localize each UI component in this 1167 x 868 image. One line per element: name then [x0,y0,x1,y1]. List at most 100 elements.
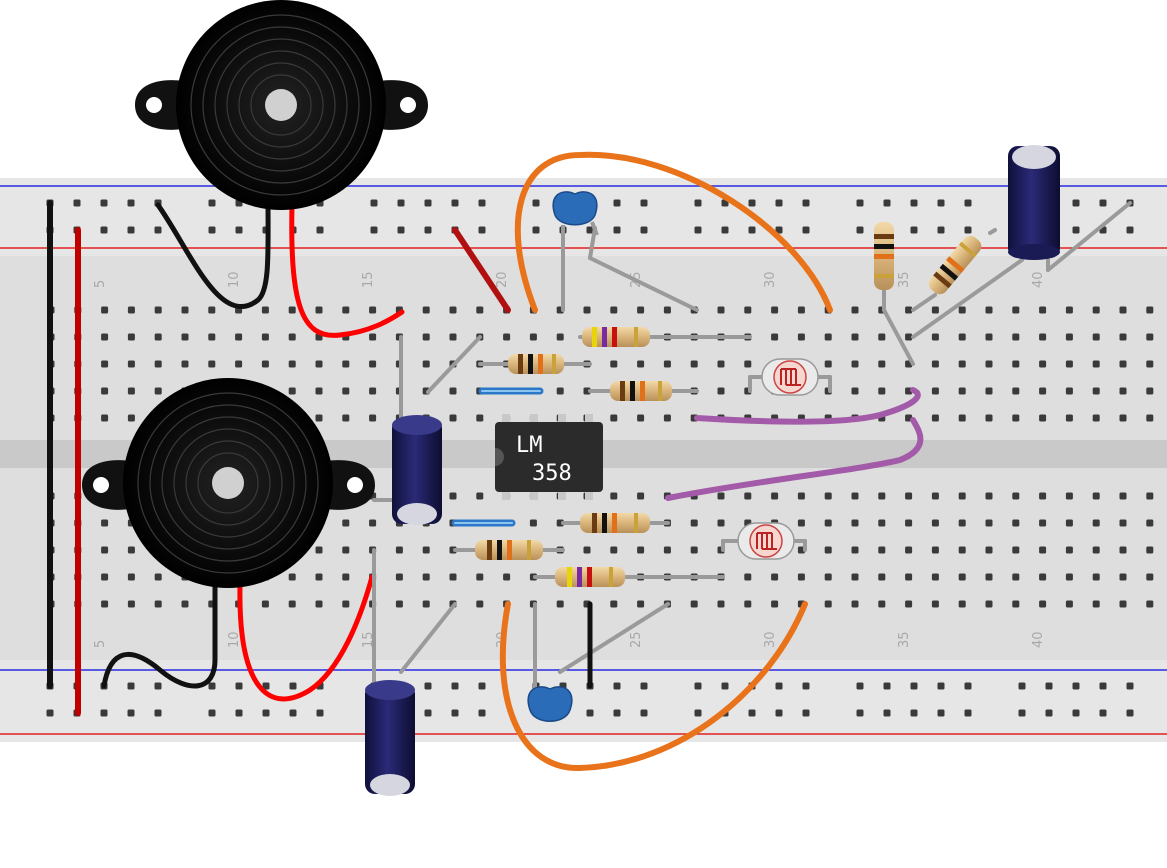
breadboard-hole [503,333,511,341]
breadboard-hole [964,682,972,690]
breadboard-hole [127,546,135,554]
breadboard-hole [342,546,350,554]
breadboard-hole [824,600,832,608]
breadboard-hole [637,414,645,422]
breadboard-hole [127,387,135,395]
breadboard-hole [261,333,269,341]
chip-label-line2: 358 [532,461,572,486]
breadboard-hole [910,199,918,207]
breadboard-hole [851,519,859,527]
breadboard-hole [883,682,891,690]
breadboard-hole [663,414,671,422]
breadboard-bottom-rail-area [0,660,1167,742]
ceramic-capacitor-top [552,191,599,236]
breadboard-hole [1099,199,1107,207]
breadboard-hole [985,519,993,527]
breadboard-hole [1126,682,1134,690]
breadboard-hole [127,199,135,207]
breadboard-hole [127,306,135,314]
breadboard-hole [235,333,243,341]
breadboard-hole [1146,387,1154,395]
breadboard-hole [613,226,621,234]
breadboard-hole [878,573,886,581]
breadboard-hole [1045,682,1053,690]
resistor-diagonal [928,235,982,295]
breadboard-hole [878,387,886,395]
breadboard-hole [663,360,671,368]
photoresistor-top [761,358,819,396]
breadboard-hole [262,709,270,717]
breadboard-hole [637,546,645,554]
breadboard-hole [1012,414,1020,422]
breadboard-hole [1039,360,1047,368]
breadboard-hole [1099,709,1107,717]
breadboard-hole [1119,492,1127,500]
breadboard-hole [101,546,109,554]
breadboard-hole [690,600,698,608]
breadboard-hole [154,573,162,581]
breadboard-hole [288,573,296,581]
ceramic-capacitor-bottom [527,686,573,722]
breadboard-hole [717,519,725,527]
breadboard-hole [397,226,405,234]
breadboard-hole [315,546,323,554]
breadboard-hole [985,306,993,314]
purple-wire-bottom [665,417,924,501]
breadboard-hole [583,546,591,554]
breadboard-hole [208,333,216,341]
breadboard-hole [717,306,725,314]
breadboard-hole [1072,682,1080,690]
breadboard-hole [610,600,618,608]
breadboard-hole [288,306,296,314]
breadboard-hole [1146,492,1154,500]
breadboard-hole [640,682,648,690]
breadboard-hole [717,492,725,500]
breadboard-hole [937,199,945,207]
breadboard-hole [1039,573,1047,581]
breadboard-hole [449,573,457,581]
breadboard-hole [370,199,378,207]
breadboard-hole [1119,306,1127,314]
breadboard-hole [316,709,324,717]
breadboard-hole [694,682,702,690]
breadboard-hole [931,546,939,554]
breadboard-hole [748,199,756,207]
breadboard-hole [1092,519,1100,527]
breadboard-hole [1072,709,1080,717]
breadboard-hole [262,682,270,690]
resistor [580,513,650,533]
breadboard-hole [985,387,993,395]
chip-label-line1: LM [516,433,543,458]
breadboard-hole [910,709,918,717]
column-number: 35 [897,631,912,648]
breadboard-hole [878,600,886,608]
breadboard-hole [690,360,698,368]
breadboard-hole [342,414,350,422]
column-number: 40 [1031,631,1046,648]
breadboard-hole [529,333,537,341]
lm358-chip: LM 358 [495,414,603,500]
orange-wire-bottom [499,601,808,772]
breadboard-hole [1092,387,1100,395]
breadboard-hole [478,682,486,690]
breadboard-hole [1065,573,1073,581]
photoresistor-bottom [737,522,795,560]
breadboard-hole [958,546,966,554]
breadboard-hole [1092,546,1100,554]
breadboard-hole [824,333,832,341]
wires [47,151,1132,772]
breadboard-hole [288,600,296,608]
breadboard-hole [931,573,939,581]
breadboard-hole [717,387,725,395]
breadboard-hole [1045,709,1053,717]
breadboard-hole [958,387,966,395]
breadboard-hole [744,573,752,581]
breadboard-hole [1065,519,1073,527]
purple-wire-top [694,387,921,425]
breadboard-hole [905,519,913,527]
photoresistors [737,358,819,560]
breadboard-hole [342,306,350,314]
breadboard-hole [1146,600,1154,608]
breadboard-hole [127,573,135,581]
